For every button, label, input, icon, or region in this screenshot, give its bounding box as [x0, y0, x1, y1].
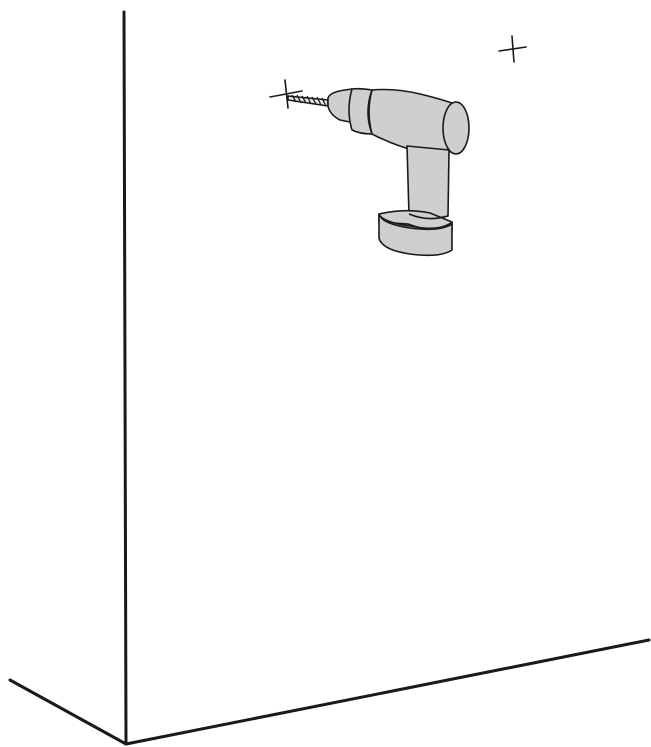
drill-bit	[287, 94, 329, 107]
crosshair-mark-icon	[498, 35, 527, 63]
floor-left-edge	[8, 678, 128, 746]
wall-outline	[8, 10, 651, 746]
drill-battery-base	[378, 213, 453, 257]
drill-chuck-collar	[348, 87, 373, 135]
floor-right-edge	[124, 638, 651, 746]
drill-point-mark-icon	[269, 79, 303, 109]
drill-handle-seam	[408, 213, 449, 220]
drill-handle	[406, 145, 450, 220]
drill-battery-rim	[379, 215, 453, 231]
drill-back-cap	[442, 101, 470, 155]
drill-icon	[287, 87, 470, 257]
drill-collar-seam	[367, 89, 373, 135]
wall-corner-edge	[122, 10, 128, 746]
